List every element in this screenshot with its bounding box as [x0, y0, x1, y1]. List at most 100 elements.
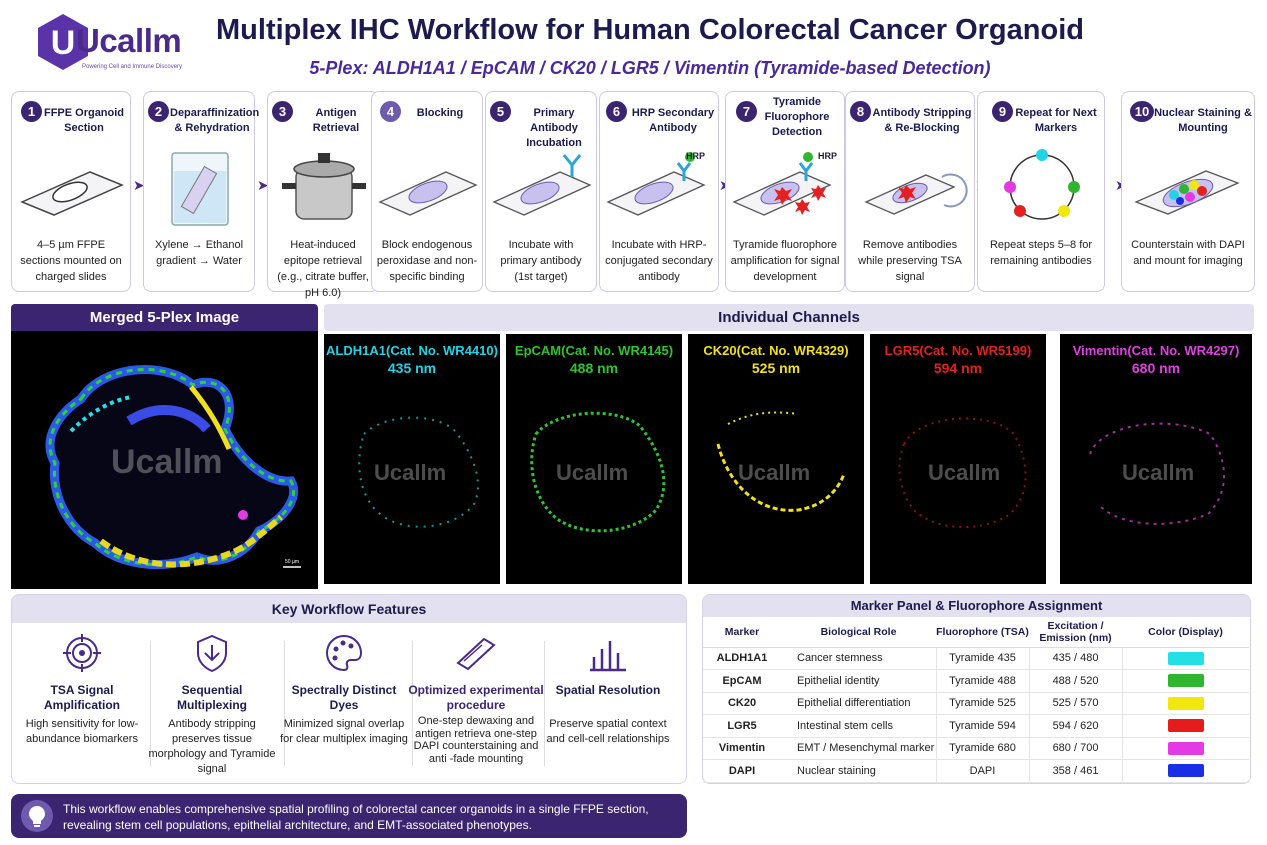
bar-chart-icon — [590, 641, 626, 672]
slide-icon — [378, 171, 478, 216]
page-title: Multiplex IHC Workflow for Human Colorec… — [216, 14, 1084, 46]
marker-panel-title: Marker Panel & Fluorophore Assignment — [703, 595, 1250, 617]
features-title: Key Workflow Features — [12, 595, 686, 623]
excitation-emission-cell: 525 / 570 — [1028, 692, 1122, 715]
channel-wavelength: 435 nm — [387, 360, 437, 376]
step-title: Deparaffinization & Rehydration — [170, 107, 260, 134]
feature-title: Sequential Multiplexing — [177, 683, 247, 712]
channel-panel-epcam: EpCAM(Cat. No. WR4145) 488 nm Ucallm — [506, 334, 682, 584]
step-card-5: 5 Primary Antibody Incubation Incubate w… — [485, 91, 597, 292]
antibody-slide-icon — [492, 154, 592, 216]
fluorophore-cell: Tyramide 488 — [935, 669, 1029, 693]
merged-image: 50 µm Ucallm — [11, 331, 318, 589]
workflow-steps: 1 FFPE Organoid Section 4–5 µm FFPE sect… — [11, 91, 1255, 299]
hexagon-logo-icon: U — [38, 14, 88, 70]
feature-description: One-step dewaxing and antigen retrieva o… — [413, 715, 539, 765]
step-card-6: 6 HRP Secondary Antibody HRP Incubate wi… — [599, 91, 719, 292]
hrp-antibody-icon — [606, 152, 706, 216]
logo-tagline: Powering Cell and Immune Discovery — [82, 64, 183, 70]
table-header-row: Marker Biological Role Fluorophore (TSA)… — [703, 617, 1249, 648]
step-title: Antibody Stripping & Re-Blocking — [872, 107, 972, 134]
excitation-emission-cell: 680 / 700 — [1028, 737, 1122, 760]
summary-banner: This workflow enables comprehensive spat… — [11, 794, 687, 838]
color-swatch — [1167, 764, 1204, 778]
channel-panel-lgr5: LGR5(Cat. No. WR5199) 594 nm Ucallm — [870, 334, 1046, 584]
excitation-emission-cell: 435 / 480 — [1028, 647, 1122, 670]
divider — [150, 641, 151, 766]
organoid-merged-image: 50 µm — [45, 364, 301, 570]
role-cell: EMT / Mesenchymal marker — [781, 737, 936, 760]
marker-table: Marker Biological Role Fluorophore (TSA)… — [703, 617, 1249, 783]
column-header: Color (Display) — [1122, 617, 1249, 648]
step-description: Counterstain with DAPI and mount for ima… — [1131, 239, 1245, 267]
channel-label: EpCAM(Cat. No. WR4145) — [514, 343, 674, 358]
color-cell — [1121, 647, 1249, 670]
step-number: 9 — [992, 101, 1013, 122]
lightbulb-icon — [21, 800, 53, 832]
step-number: 6 — [606, 101, 627, 122]
color-swatch — [1167, 719, 1204, 733]
fluorophore-cell: Tyramide 594 — [935, 714, 1029, 738]
divider — [412, 641, 413, 766]
step-description: Repeat steps 5–8 for remaining antibodie… — [989, 239, 1093, 267]
role-cell: Cancer stemness — [781, 647, 936, 670]
step-description: Incubate with primary antibody (1st targ… — [500, 239, 582, 283]
step-title: Blocking — [416, 107, 464, 119]
step-number: 10 — [1130, 101, 1154, 122]
step-card-7: 7 Tyramide Fluorophore Detection HRP Tyr… — [725, 91, 845, 292]
watermark: Ucallm — [111, 443, 223, 481]
step-description: Xylene → Ethanol gradient → Water — [154, 239, 244, 267]
svg-text:U: U — [51, 24, 76, 62]
step-arrow-icon: ➤ — [719, 177, 731, 194]
channel-wavelength: 594 nm — [933, 360, 983, 376]
channel-label: CK20(Cat. No. WR4329) — [703, 343, 849, 358]
organoid-channel-image — [716, 411, 846, 512]
channel-panel-vimentin: Vimentin(Cat. No. WR4297) 680 nm Ucallm — [1060, 334, 1252, 584]
brand-logo: U Ucallm Powering Cell and Immune Discov… — [34, 12, 182, 72]
feature-procedure: Optimized experimental procedure One-ste… — [408, 631, 544, 779]
merged-image-title: Merged 5-Plex Image — [11, 304, 318, 331]
watermark: Ucallm — [556, 460, 629, 485]
excitation-emission-cell: 594 / 620 — [1028, 714, 1122, 738]
channel-wavelength: 525 nm — [751, 360, 801, 376]
color-swatch — [1167, 651, 1204, 665]
step-card-1: 1 FFPE Organoid Section 4–5 µm FFPE sect… — [11, 91, 131, 292]
feature-dyes: Spectrally Distinct Dyes Minimized signa… — [278, 631, 410, 779]
individual-channels-title: Individual Channels — [324, 304, 1254, 331]
column-header: Biological Role — [781, 617, 936, 648]
color-swatch — [1167, 674, 1204, 688]
step-title: Repeat for Next Markers — [1015, 107, 1097, 134]
channel-panel-aldh1a1: ALDH1A1(Cat. No. WR4410) 435 nm Ucallm — [324, 334, 500, 584]
step-card-8: 8 Antibody Stripping & Re-Blocking Remov… — [845, 91, 975, 292]
excitation-emission-cell: 488 / 520 — [1028, 669, 1122, 693]
step-number: 1 — [21, 101, 42, 122]
organoid-channel-image — [530, 411, 666, 533]
step-arrow-icon: ➤ — [257, 177, 269, 193]
color-cell — [1121, 669, 1249, 693]
color-cell — [1121, 759, 1249, 783]
channel-label: ALDH1A1(Cat. No. WR4410) — [326, 343, 498, 358]
channel-wavelength: 680 nm — [1131, 360, 1181, 376]
role-cell: Intestinal stem cells — [781, 714, 936, 738]
feature-title: Spatial Resolution — [555, 683, 661, 697]
feature-title: TSA Signal Amplification — [43, 683, 120, 712]
step-description: Block endogenous peroxidase and non-spec… — [376, 239, 478, 283]
channel-wavelength: 488 nm — [569, 360, 619, 376]
role-cell: Nuclear staining — [781, 759, 936, 783]
marker-cell: LGR5 — [703, 714, 781, 738]
shield-down-icon — [197, 634, 227, 673]
organoid-channel-image — [898, 417, 1027, 529]
step-description: Heat-induced epitope retrieval (e.g., ci… — [277, 239, 369, 299]
marker-cell: ALDH1A1 — [703, 647, 781, 670]
target-icon — [63, 634, 101, 672]
watermark: Ucallm — [1122, 460, 1195, 485]
step-number: 3 — [272, 101, 293, 122]
step-description: Remove antibodies while preserving TSA s… — [858, 239, 962, 283]
feature-description: Preserve spatial context and cell-cell r… — [546, 718, 670, 745]
fluorophore-cell: Tyramide 435 — [935, 647, 1029, 670]
marker-cell: EpCAM — [703, 669, 781, 693]
step-arrow-icon: ➤ — [133, 177, 145, 193]
